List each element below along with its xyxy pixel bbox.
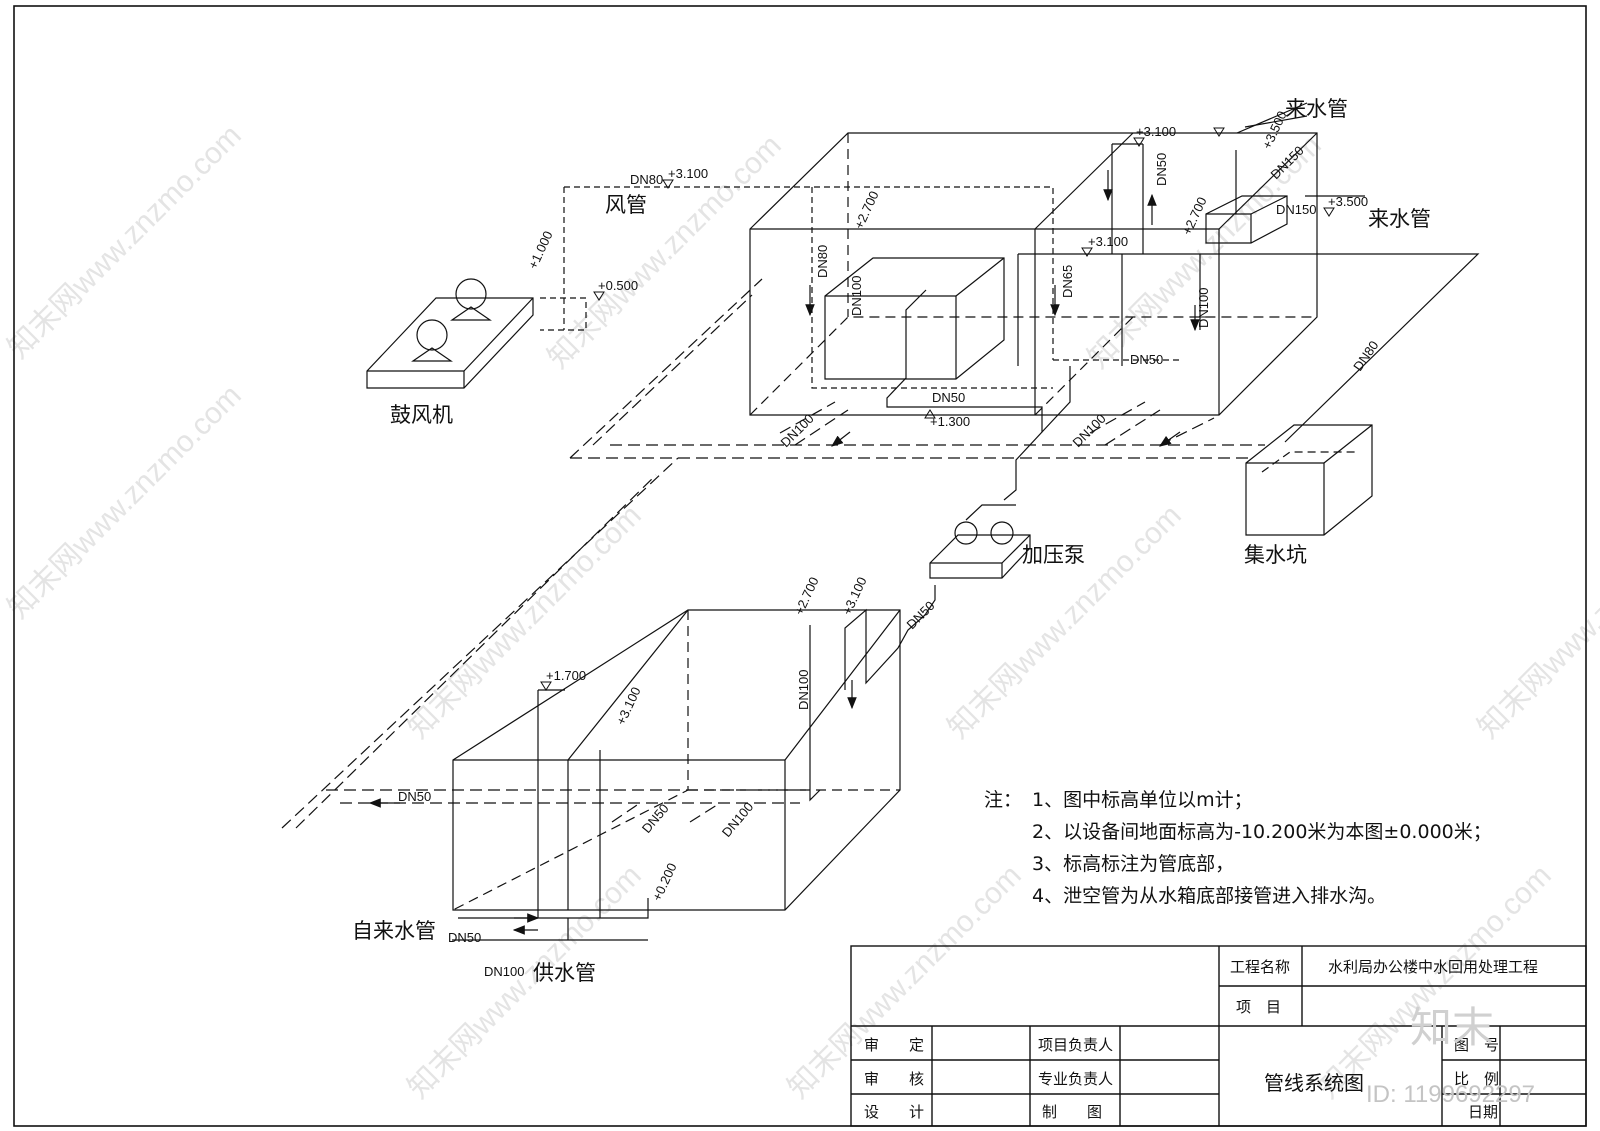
note-3: 3、标高标注为管底部， <box>1032 853 1234 875</box>
elevation-label: +3.100 <box>1136 124 1176 139</box>
check-label: 审 核 <box>864 1070 924 1088</box>
elevation-label: +1.000 <box>525 229 556 272</box>
elevation-label: +1.700 <box>546 668 586 683</box>
elevation-marks <box>540 127 1335 691</box>
elevation-label: +2.700 <box>791 575 822 618</box>
pipe-size-label: DN50 <box>1154 153 1169 186</box>
title-block: 工程名称 水利局办公楼中水回用处理工程 项 目 审 定 审 核 设 计 项目负责… <box>850 945 1587 1127</box>
watermark-text: 知末网www.znzmo.com <box>2 119 248 365</box>
flow-arrows <box>368 170 1200 935</box>
blower-label: 鼓风机 <box>390 403 453 427</box>
project-name-value: 水利局办公楼中水回用处理工程 <box>1328 958 1538 976</box>
pipe-size-label: DN80 <box>815 245 830 278</box>
watermark-text: 知末网www.znzmo.com <box>542 129 788 375</box>
watermark-text: 知末网www.znzmo.com <box>942 499 1188 745</box>
watermark-logo: 知末 <box>1410 1003 1494 1052</box>
drawing-frame <box>13 5 1587 1127</box>
notes-block: 注： 1、图中标高单位以m计； 2、以设备间地面标高为-10.200米为本图±0… <box>984 789 1492 907</box>
watermark-id: ID: 1199692297 <box>1366 1081 1535 1108</box>
supply-pipe-label: 供水管 <box>533 961 596 985</box>
booster-pump-platform <box>924 504 1031 616</box>
discipline-lead-label: 专业负责人 <box>1038 1070 1113 1088</box>
pipe-size-label: DN100 <box>849 276 864 316</box>
elevation-label: +0.500 <box>598 278 638 293</box>
elevation-label: +3.500 <box>1259 109 1290 152</box>
review-label: 审 定 <box>864 1036 924 1054</box>
drawing-title: 管线系统图 <box>1264 1071 1364 1095</box>
tap-water-pipe-label: 自来水管 <box>352 919 436 943</box>
elevation-labels: +3.100 +1.000 +0.500 +3.100 +3.500 +3.50… <box>525 109 1368 904</box>
notes-prefix: 注： <box>984 789 1022 811</box>
note-4: 4、泄空管为从水箱底部接管进入排水沟。 <box>1032 885 1386 907</box>
pipe-size-label: DN65 <box>1060 265 1075 298</box>
upper-tank-piping <box>886 102 1480 501</box>
pipe-size-label: DN100 <box>796 670 811 710</box>
pipe-size-label: DN100 <box>484 964 524 979</box>
elevation-label: +1.300 <box>930 414 970 429</box>
elevation-label: +0.200 <box>649 861 680 904</box>
pipe-size-label: DN150 <box>1276 202 1316 217</box>
sump-label: 集水坑 <box>1244 543 1307 567</box>
date-label: 日期 <box>1468 1103 1498 1121</box>
design-label: 设 计 <box>864 1103 924 1121</box>
note-2: 2、以设备间地面标高为-10.200米为本图±0.000米； <box>1032 821 1492 843</box>
elevation-label: +2.700 <box>851 189 882 232</box>
lower-tank-outline <box>452 609 901 911</box>
inlet-pipe-label: 来水管 <box>1285 97 1348 121</box>
air-pipe-line <box>540 186 1183 389</box>
project-name-label: 工程名称 <box>1230 958 1290 976</box>
pipe-size-label: DN50 <box>1130 352 1163 367</box>
drafting-label: 制 图 <box>1042 1103 1102 1121</box>
project-lead-label: 项目负责人 <box>1038 1036 1113 1054</box>
sump-outline <box>1245 424 1373 536</box>
scale-label: 比 例 <box>1454 1070 1499 1088</box>
pipe-size-label: DN50 <box>448 930 481 945</box>
elevation-label: +3.100 <box>668 166 708 181</box>
watermark-text: 知末网www.znzmo.com <box>2 379 248 625</box>
watermark-text: 知末网www.znzmo.com <box>402 859 648 1105</box>
elevation-label: +3.100 <box>1088 234 1128 249</box>
pipe-size-label: DN80 <box>630 172 663 187</box>
elevation-label: +3.500 <box>1328 194 1368 209</box>
elevation-label: +3.100 <box>613 685 644 728</box>
upper-tank-outline <box>749 132 1318 416</box>
inner-tank-outline <box>824 257 1005 380</box>
pipe-size-label: DN100 <box>1070 411 1109 450</box>
drawing-no-label: 图 号 <box>1454 1036 1499 1054</box>
equipment-labels: 鼓风机 加压泵 集水坑 来水管 来水管 风管 自来水管 供水管 <box>352 97 1431 985</box>
watermark-text: 知末网www.znzmo.com <box>1472 499 1600 745</box>
pipe-size-label: DN100 <box>719 799 757 840</box>
watermark-text: 知末网www.znzmo.com <box>402 499 648 745</box>
pipe-size-label: DN50 <box>398 789 431 804</box>
pipe-size-label: DN50 <box>932 390 965 405</box>
item-label: 项 目 <box>1236 998 1281 1016</box>
watermark-text: 知末网www.znzmo.com <box>782 859 1028 1105</box>
inlet-pipe-label: 来水管 <box>1368 207 1431 231</box>
pipe-size-label: DN50 <box>639 801 672 836</box>
pipe-size-label: DN80 <box>1350 338 1381 374</box>
air-pipe-label: 风管 <box>605 193 647 217</box>
blower-platform <box>366 278 534 389</box>
booster-pump-label: 加压泵 <box>1022 543 1085 567</box>
note-1: 1、图中标高单位以m计； <box>1032 789 1253 811</box>
pipe-size-label: DN100 <box>1196 288 1211 328</box>
